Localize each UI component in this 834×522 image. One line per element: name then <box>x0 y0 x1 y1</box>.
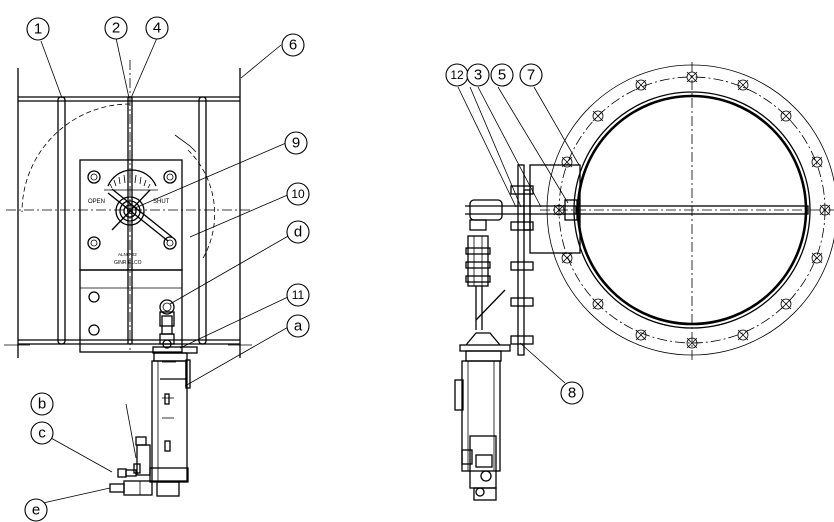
svg-text:4: 4 <box>153 20 161 37</box>
indicator-arm <box>107 192 169 242</box>
balloon-a: a <box>286 314 310 338</box>
balloon-e: e <box>24 498 48 522</box>
balloon-11: 11 <box>286 283 310 307</box>
balloon-8: 8 <box>560 381 584 405</box>
solenoid-valve <box>136 444 151 476</box>
shut-label: SHUT <box>153 199 170 205</box>
rib-left <box>57 96 66 345</box>
flange-bolt-holes <box>553 71 831 349</box>
fitting-e <box>109 483 125 493</box>
svg-text:6: 6 <box>289 37 297 54</box>
side-leaders <box>457 86 580 384</box>
svg-text:10: 10 <box>291 187 305 201</box>
balloon-4: 4 <box>145 16 169 40</box>
svg-text:8: 8 <box>568 385 576 402</box>
front-leaders <box>40 37 291 504</box>
balloon-7: 7 <box>519 63 543 87</box>
cylinder-body <box>151 360 188 482</box>
plate-bolts <box>87 170 177 336</box>
svg-text:d: d <box>294 224 302 241</box>
cylinder-foot <box>156 481 180 497</box>
balloon-2: 2 <box>104 16 128 40</box>
linkage-arm <box>467 235 489 287</box>
balloon-9: 9 <box>284 131 308 155</box>
bearing-box <box>529 164 581 254</box>
svg-text:11: 11 <box>292 288 305 302</box>
balloon-d: d <box>286 220 310 244</box>
svg-text:7: 7 <box>527 67 535 84</box>
balloon-3: 3 <box>466 63 490 87</box>
dial-ticks <box>109 174 151 189</box>
svg-text:5: 5 <box>498 67 506 84</box>
maker-text: GINR ELCO <box>114 260 142 266</box>
svg-text:12: 12 <box>450 68 464 82</box>
svg-text:9: 9 <box>292 135 300 152</box>
coupling-bolt <box>159 299 175 315</box>
position-dial <box>107 169 157 187</box>
svg-text:2: 2 <box>112 20 120 37</box>
balloon-c: c <box>30 421 54 445</box>
balloon-6: 6 <box>281 33 305 57</box>
model-text: ALNO-02 <box>118 252 137 257</box>
svg-text:3: 3 <box>474 67 482 84</box>
open-label: OPEN <box>88 199 105 205</box>
side-cylinder <box>461 360 501 472</box>
rib-right <box>198 96 207 345</box>
svg-text:1: 1 <box>34 21 42 38</box>
svg-text:b: b <box>38 396 46 413</box>
balloon-5: 5 <box>490 63 514 87</box>
side-view: 12 3 5 7 8 <box>445 62 834 501</box>
balloon-1: 1 <box>26 17 50 41</box>
side-bracket <box>517 164 525 356</box>
svg-text:e: e <box>32 502 40 519</box>
front-view: OPEN SHUT ALNO-02 GINR ELCO <box>4 16 310 522</box>
disc-edge <box>575 205 809 215</box>
balloon-12: 12 <box>445 63 469 87</box>
svg-text:c: c <box>38 425 46 442</box>
balloon-10: 10 <box>286 182 310 206</box>
bracket-plate <box>79 269 183 353</box>
balloon-b: b <box>30 392 54 416</box>
disc-swing-arc <box>21 103 131 213</box>
shaft-hub <box>115 196 145 226</box>
svg-text:a: a <box>294 318 303 335</box>
